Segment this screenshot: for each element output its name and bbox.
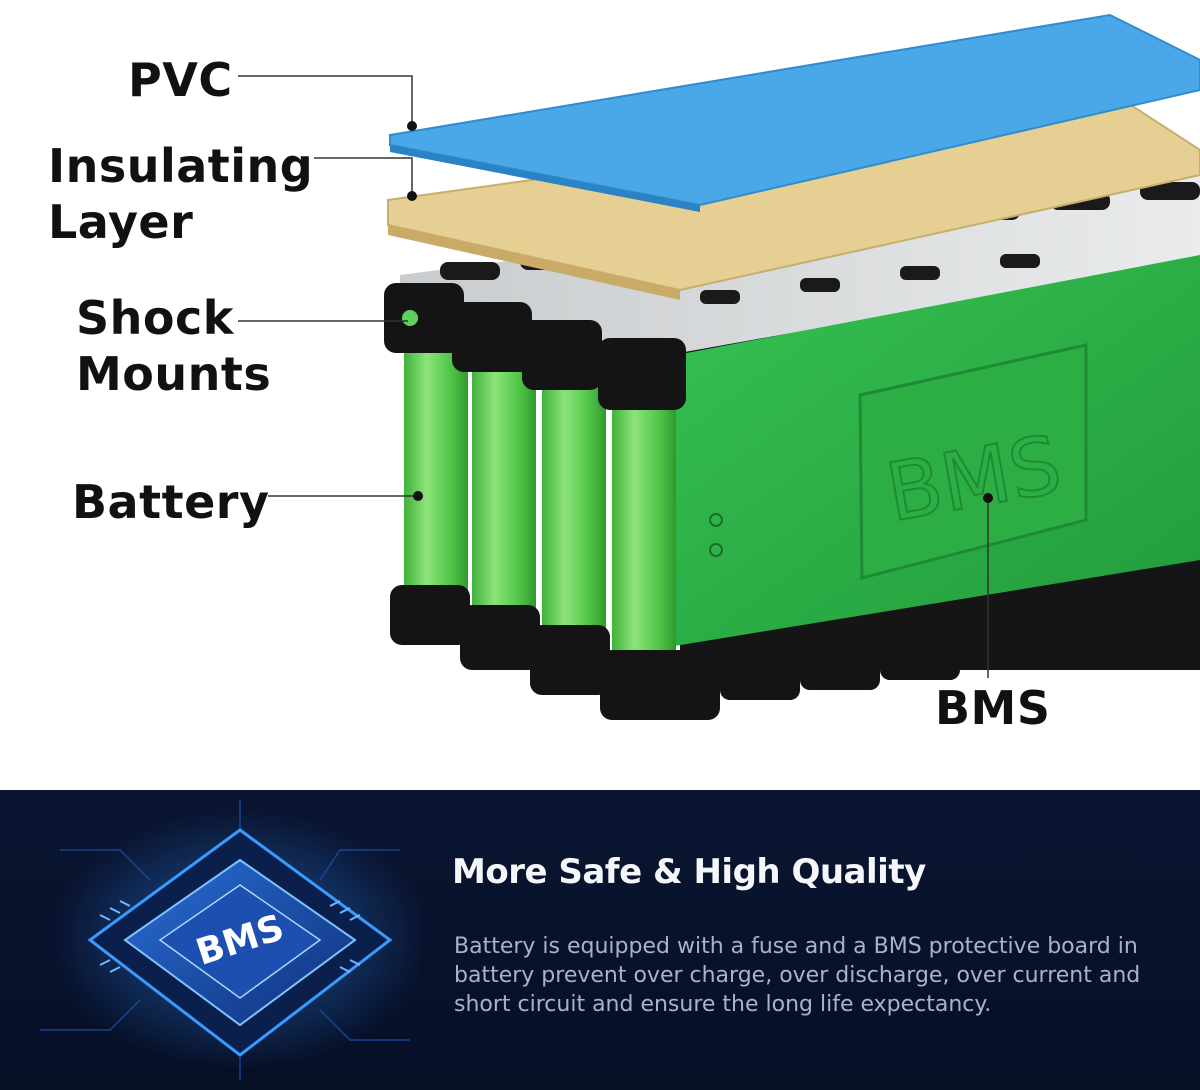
label-insulating-layer: Insulating Layer	[48, 139, 314, 249]
label-shock-mounts: Shock Mounts	[76, 291, 272, 401]
feature-title: More Safe & High Quality	[452, 852, 926, 892]
shock-mounts-bottom	[390, 585, 960, 720]
label-bms: BMS	[935, 681, 1051, 735]
label-pvc: PVC	[128, 53, 233, 107]
shock-mounts-top	[384, 283, 686, 410]
indicator-led-2	[709, 543, 723, 557]
feature-panel: BMS More Safe & High Quality Battery is …	[0, 790, 1200, 1090]
leader-lines	[238, 75, 989, 678]
indicator-led-1	[709, 513, 723, 527]
battery-exploded-diagram: BMS	[48, 13, 1200, 735]
battery-cells	[404, 310, 676, 670]
battery-illustration: BMS	[238, 13, 1200, 720]
label-battery: Battery	[72, 475, 270, 529]
leader-dots	[407, 121, 993, 503]
bms-chip-icon: BMS	[40, 800, 420, 1080]
feature-description: Battery is equipped with a fuse and a BM…	[454, 934, 1141, 1017]
bms-chip-plate	[858, 343, 1088, 580]
